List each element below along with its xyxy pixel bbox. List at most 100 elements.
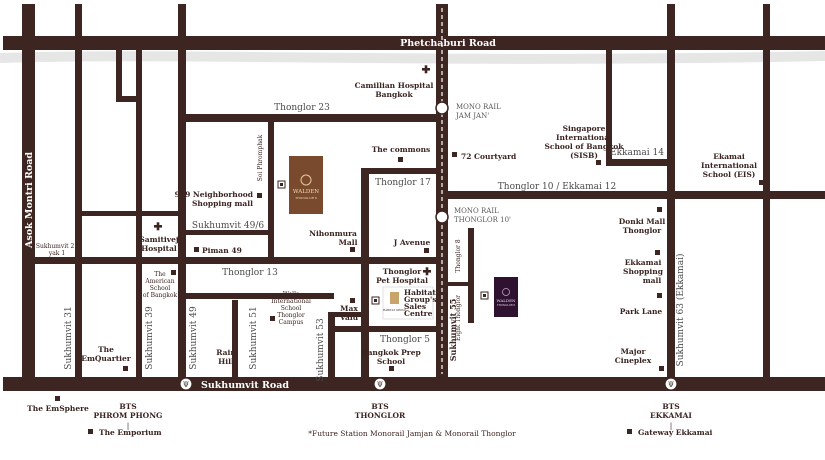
major-label: Major (621, 347, 647, 356)
bts-phrom-phong-label: BTS (119, 402, 136, 411)
wells-school-label-2: International (271, 298, 311, 305)
square-marker-icon (657, 293, 662, 298)
american-school-label: The (154, 271, 166, 278)
soi-phromphak-label: Soi Phromphak (257, 134, 264, 181)
american-school-label-2: American (144, 278, 174, 285)
bts-thonglor-marker[interactable]: Ψ (373, 377, 387, 391)
project-marker-icon (371, 296, 380, 305)
samitivej-label-2: Hospital (141, 244, 177, 253)
bts-ekkamai-label: BTS (662, 402, 679, 411)
pet-hospital-label-2: Pet Hospital (376, 276, 428, 285)
sukhumvit-63-road (667, 4, 675, 390)
rain-hill-label-2: Hill (218, 357, 234, 366)
thonglor-8-label: Thonglor 8 (455, 239, 462, 272)
square-marker-icon (123, 366, 128, 371)
donki-label: Donki Mall (619, 217, 666, 226)
square-marker-icon (171, 270, 176, 275)
road-v3 (178, 4, 186, 382)
piman-label: Piman 49 (202, 246, 242, 255)
road-v-361 (361, 168, 369, 378)
thonglor-23-label: Thonglor 23 (274, 103, 330, 113)
donki-label-2: Thonglor (623, 226, 663, 235)
soi-phromphak-road (268, 120, 274, 260)
ekkamai-14-road (606, 159, 670, 166)
ekkamai-14-label: Ekkamai 14 (610, 148, 664, 158)
road-v-232 (232, 300, 238, 380)
sisb-label: Singapore (563, 124, 606, 133)
samitivej-label: Samitivej (139, 235, 179, 244)
sukhumvit-49-label: Sukhumvit 49 (189, 306, 199, 370)
bts-thonglor-label: BTS (371, 402, 388, 411)
habitat-label-2: Group's (404, 295, 437, 304)
svg-text:HABITAT GROUP: HABITAT GROUP (383, 308, 406, 312)
monorail-thonglor-label: MONO RAIL (454, 207, 499, 215)
svg-text:Ψ: Ψ (183, 381, 189, 389)
road-v1 (75, 4, 82, 384)
road-zig1 (116, 50, 122, 102)
square-marker-icon (596, 160, 601, 165)
square-marker-icon (759, 180, 764, 185)
bts-ekkamai-marker[interactable]: Ψ (664, 377, 678, 391)
svg-text:Ψ: Ψ (377, 381, 383, 389)
camillian-label: Camillian Hospital (355, 81, 434, 90)
sukhumvit-21-label-2: yak 1 (48, 250, 65, 257)
ekkamai-mall-label-2: Shopping (623, 267, 664, 276)
gateway-label: Gateway Ekkamai (638, 428, 713, 437)
sukhumvit-road (3, 377, 825, 391)
ekkamai-mall-label: Ekkamai (625, 258, 662, 267)
bts-phrom-phong-divider: | (127, 421, 130, 430)
sisb-label-4: (SISB) (570, 151, 598, 160)
thonglor-10-label: Thonglor 10 / Ekkamai 12 (498, 182, 616, 192)
phetchaburi-road (3, 36, 825, 50)
neighborhood-label: 949 Neighborhood (175, 190, 254, 199)
thonglor-10-road (442, 191, 825, 199)
habitat-label-3: Sales (404, 302, 426, 311)
thonglor-23-road (178, 114, 442, 122)
sukhumvit-49-6-road (186, 230, 270, 235)
square-marker-icon (257, 193, 262, 198)
road-v-606 (606, 50, 612, 166)
svg-text:WALDEN: WALDEN (496, 298, 516, 303)
walden-project-image-dark[interactable]: WALDEN THONGLOR 8 (494, 277, 518, 317)
svg-text:WALDEN: WALDEN (293, 189, 319, 195)
sukhumvit-label: Sukhumvit Road (201, 380, 289, 391)
american-school-label-4: of Bangkok (143, 292, 178, 299)
square-marker-icon (657, 207, 662, 212)
monorail-station-thonglor[interactable] (435, 210, 449, 224)
sukhumvit-31-label: Sukhumvit 31 (64, 306, 74, 369)
emporium-label: The Emporium (99, 428, 162, 437)
thonglor-8-road (468, 228, 474, 323)
project-marker-icon (480, 291, 489, 300)
thonglor-17-label: Thonglor 17 (375, 178, 431, 188)
road-v-764 (763, 4, 770, 390)
monorail-thonglor-label-2: THONGLOR 10' (454, 216, 511, 224)
square-marker-icon (194, 247, 199, 252)
bts-phrom-phong-marker[interactable]: Ψ (179, 377, 193, 391)
nihonmura-label-2: Mall (339, 238, 358, 247)
sukhumvit-39-label: Sukhumvit 39 (145, 306, 155, 370)
square-marker-icon (452, 152, 457, 157)
thonglor-13-road (186, 293, 334, 299)
square-marker-icon (270, 316, 275, 321)
habitat-sales-centre[interactable]: HABITAT GROUP (382, 286, 434, 320)
square-marker-icon (55, 396, 60, 401)
sukhumvit-49-6-label: Sukhumvit 49/6 (192, 221, 264, 231)
the-commons-label: The commons (372, 145, 431, 154)
eight-thonglor-label: Eight Thonglor (455, 295, 462, 341)
thonglor-13-label: Thonglor 13 (222, 268, 278, 278)
sukhumvit-53-road (328, 312, 335, 382)
eis-label: Ekamai (713, 152, 745, 161)
bts-ekkamai-divider: | (670, 421, 673, 430)
bts-ekkamai-label-2: EKKAMAI (650, 411, 692, 420)
wells-school-label: Wells (283, 291, 299, 298)
monorail-station-jamjan[interactable] (435, 101, 449, 115)
sisb-label-3: School of Bangkok (544, 142, 624, 151)
hospital-cross-icon (154, 222, 162, 231)
rain-hill-label: Rain (216, 348, 236, 357)
habitat-logo-icon (390, 292, 399, 304)
road-h-361 (361, 168, 442, 174)
sukhumvit-53-label: Sukhumvit 53 (316, 318, 326, 382)
sukhumvit-63-label: Sukhumvit 63 (Ekkamai) (675, 254, 686, 367)
walden-project-image[interactable]: WALDEN THONGLOR 8 (289, 156, 323, 214)
thonglor-5-road (334, 326, 442, 332)
